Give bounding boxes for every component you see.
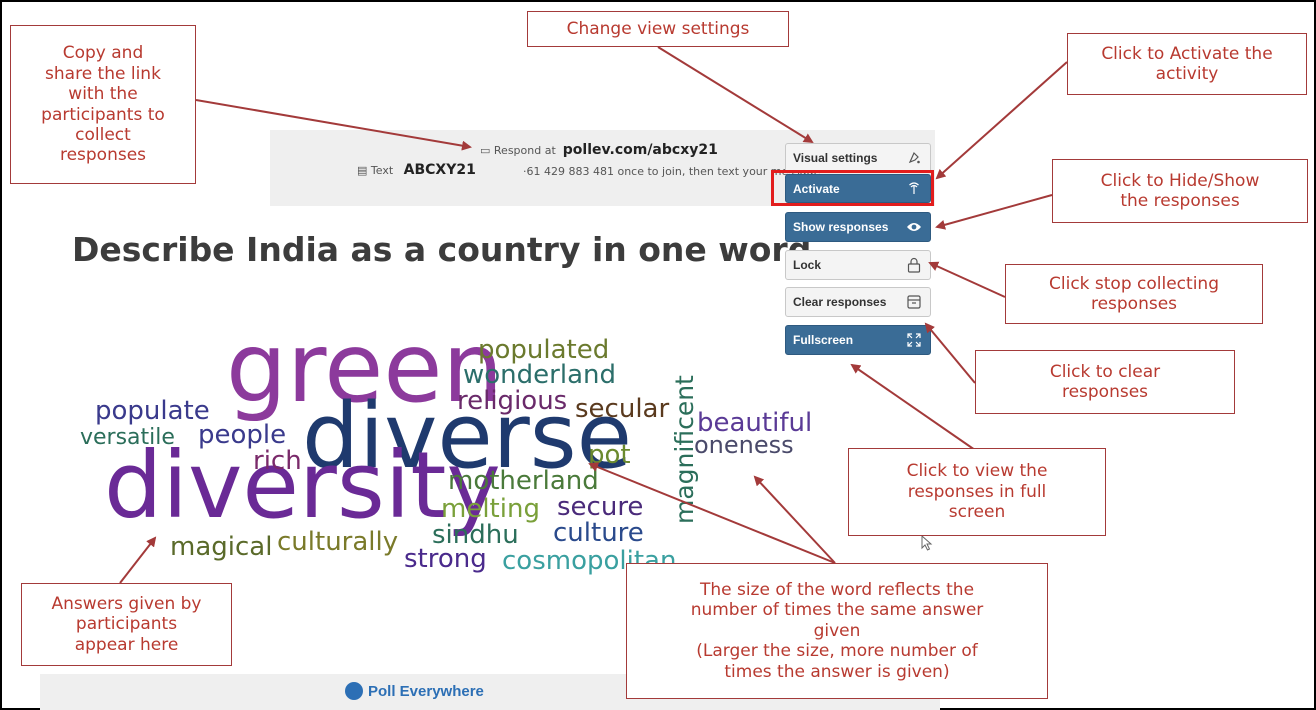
cloud-word: culture [553, 518, 644, 548]
activate-icon [905, 181, 923, 197]
callout-line: The size of the word reflects the [699, 580, 975, 601]
archive-icon [905, 294, 923, 310]
callout-line: responses [1090, 294, 1178, 314]
callout-line: (Larger the size, more number of [696, 641, 978, 662]
callout-line: participants [75, 614, 178, 635]
cloud-word: motherland [448, 466, 599, 496]
show-responses-button[interactable]: Show responses [785, 212, 931, 242]
mouse-cursor-icon [921, 535, 933, 551]
lock-label: Lock [793, 258, 822, 272]
callout-word-size: The size of the word reflects the number… [626, 563, 1048, 699]
cloud-word: beautiful [697, 408, 813, 438]
callout-line: Click to view the [906, 461, 1048, 482]
cloud-word: secure [557, 492, 644, 522]
callout-stop-collecting: Click stop collecting responses [1005, 264, 1263, 324]
callout-line: times the answer is given) [724, 661, 950, 682]
callout-line: Click to clear [1049, 361, 1161, 382]
eye-icon [905, 219, 923, 235]
cloud-word: diversity [104, 432, 501, 539]
callout-line: responses in full [907, 481, 1047, 502]
cloud-word: oneness [694, 431, 794, 459]
callout-line: share the link [45, 63, 161, 84]
callout-line: given [813, 620, 861, 641]
fullscreen-button[interactable]: Fullscreen [785, 325, 931, 355]
expand-icon [905, 332, 923, 348]
callout-line: appear here [74, 634, 179, 655]
callout-activate: Click to Activate the activity [1067, 33, 1307, 95]
respond-at-label: Respond at [493, 144, 556, 157]
cloud-word: populate [95, 396, 210, 426]
callout-fullscreen: Click to view the responses in full scre… [848, 448, 1106, 536]
callout-line: the responses [1120, 191, 1240, 211]
activate-highlight [771, 170, 934, 206]
cloud-word: diverse [302, 384, 633, 489]
callout-line: participants to [41, 104, 165, 125]
fullscreen-label: Fullscreen [793, 333, 854, 347]
callout-line: Click stop collecting [1049, 273, 1219, 294]
cloud-word: versatile [80, 425, 175, 450]
brand-name: Poll Everywhere [368, 683, 484, 700]
callout-line: with the [68, 84, 138, 105]
visual-settings-label: Visual settings [793, 151, 878, 165]
show-responses-label: Show responses [793, 220, 889, 234]
callout-hide-show: Click to Hide/Show the responses [1052, 159, 1308, 223]
cloud-word: magical [170, 532, 273, 562]
callout-line: Copy and [62, 43, 144, 64]
cloud-word: culturally [277, 527, 399, 557]
monitor-icon: ▭ [480, 144, 491, 157]
callout-answers: Answers given by participants appear her… [21, 583, 232, 666]
sms-row: ·61 429 883 481 once to join, then text … [523, 165, 820, 178]
cloud-word: melting [441, 494, 540, 524]
sms-instructions: ·61 429 883 481 once to join, then text … [523, 165, 821, 178]
callout-line: Click to Hide/Show [1100, 170, 1260, 191]
poll-question: Describe India as a country in one word. [72, 230, 824, 269]
cloud-word: strong [404, 544, 487, 574]
cloud-word: rich [253, 446, 302, 476]
cloud-word: sindhu [432, 520, 519, 550]
cloud-word: wonderland [463, 360, 616, 390]
callout-line: Answers given by [51, 593, 202, 614]
callout-line: Click to Activate the [1101, 43, 1273, 64]
cloud-word: populated [478, 335, 610, 365]
text-row: ▤ Text ABCXY21 [357, 162, 476, 178]
callout-line: responses [1061, 382, 1149, 402]
paint-icon [905, 150, 923, 166]
callout-line: collect [75, 124, 131, 145]
lock-button[interactable]: Lock [785, 250, 931, 280]
cloud-word: religious [457, 386, 568, 416]
text-label: Text [370, 164, 394, 177]
callout-copy-link: Copy and share the link with the partici… [10, 25, 196, 184]
activate-button[interactable]: Activate [785, 174, 931, 203]
cloud-word: secular [575, 394, 670, 424]
callout-line: Change view settings [566, 18, 750, 39]
callout-line: number of times the same answer [690, 600, 984, 621]
clear-responses-button[interactable]: Clear responses [785, 287, 931, 317]
cloud-word: green [226, 312, 504, 424]
visual-settings-button[interactable]: Visual settings [785, 143, 931, 173]
callout-line: screen [948, 502, 1006, 523]
callout-view-settings: Change view settings [527, 11, 789, 47]
join-code: ABCXY21 [403, 162, 476, 178]
lock-icon [905, 257, 923, 273]
cloud-word: people [198, 420, 287, 450]
respond-at-row: ▭ Respond at pollev.com/abcxy21 [480, 142, 718, 158]
poll-url[interactable]: pollev.com/abcxy21 [562, 142, 718, 158]
poll-everywhere-logo: Poll Everywhere [345, 682, 484, 700]
callout-clear: Click to clear responses [975, 350, 1235, 414]
message-icon: ▤ [357, 164, 368, 177]
callout-line: responses [59, 145, 147, 166]
poll-everywhere-logo-icon [345, 682, 363, 700]
activate-label: Activate [793, 181, 840, 196]
callout-line: activity [1155, 64, 1219, 84]
clear-responses-label: Clear responses [793, 295, 887, 309]
